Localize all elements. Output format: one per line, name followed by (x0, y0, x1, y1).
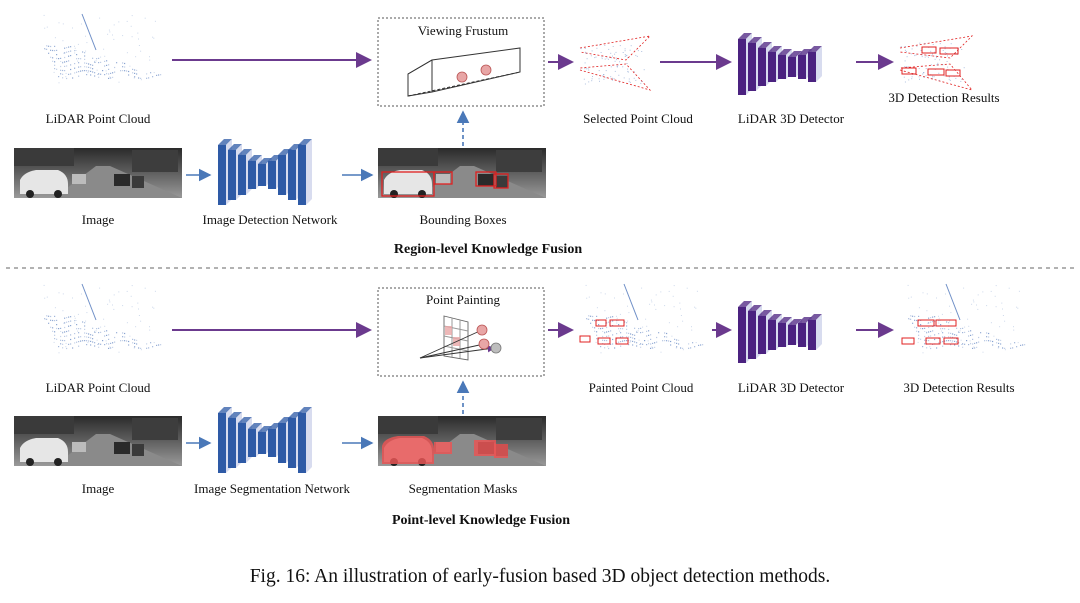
painted-label: Painted Point Cloud (588, 380, 694, 395)
section-title-point: Point-level Knowledge Fusion (391, 513, 571, 528)
detector-label-bottom: LiDAR 3D Detector (737, 380, 845, 395)
detector-label-top: LiDAR 3D Detector (737, 111, 845, 126)
lidar-cloud-top (43, 13, 162, 84)
bounding-boxes-image (378, 148, 546, 198)
detection-results-bottom (901, 283, 1026, 354)
figure-caption: Fig. 16: An illustration of early-fusion… (249, 566, 831, 587)
frustum-title: Viewing Frustum (417, 23, 509, 38)
frustum-box (377, 17, 545, 107)
selected-label: Selected Point Cloud (583, 111, 693, 126)
segmentation-masks-image (378, 416, 546, 466)
image-label-bottom: Image (81, 481, 115, 496)
painting-title: Point Painting (425, 292, 501, 307)
masks-label: Segmentation Masks (408, 481, 518, 496)
boxes-label: Bounding Boxes (419, 212, 507, 227)
image-detection-network (218, 139, 312, 205)
lidar-detector-top (738, 33, 822, 95)
painted-cloud (579, 283, 704, 354)
image-segmentation-network (218, 407, 312, 473)
network-label-top: Image Detection Network (202, 212, 338, 227)
lidar-detector-bottom (738, 301, 822, 363)
detection-results-top (899, 35, 974, 91)
lidar-label-bottom: LiDAR Point Cloud (45, 380, 151, 395)
lidar-cloud-bottom (43, 283, 162, 354)
network-label-bottom: Image Segmentation Network (194, 481, 350, 496)
lidar-label-top: LiDAR Point Cloud (45, 111, 151, 126)
camera-image-top (14, 148, 182, 198)
results-label-bottom: 3D Detection Results (903, 380, 1015, 395)
selected-cloud (579, 35, 652, 91)
results-label-top: 3D Detection Results (888, 90, 1000, 105)
point-painting-box (377, 287, 545, 377)
section-title-region: Region-level Knowledge Fusion (393, 242, 583, 257)
camera-image-bottom (14, 416, 182, 466)
image-label-top: Image (81, 212, 115, 227)
